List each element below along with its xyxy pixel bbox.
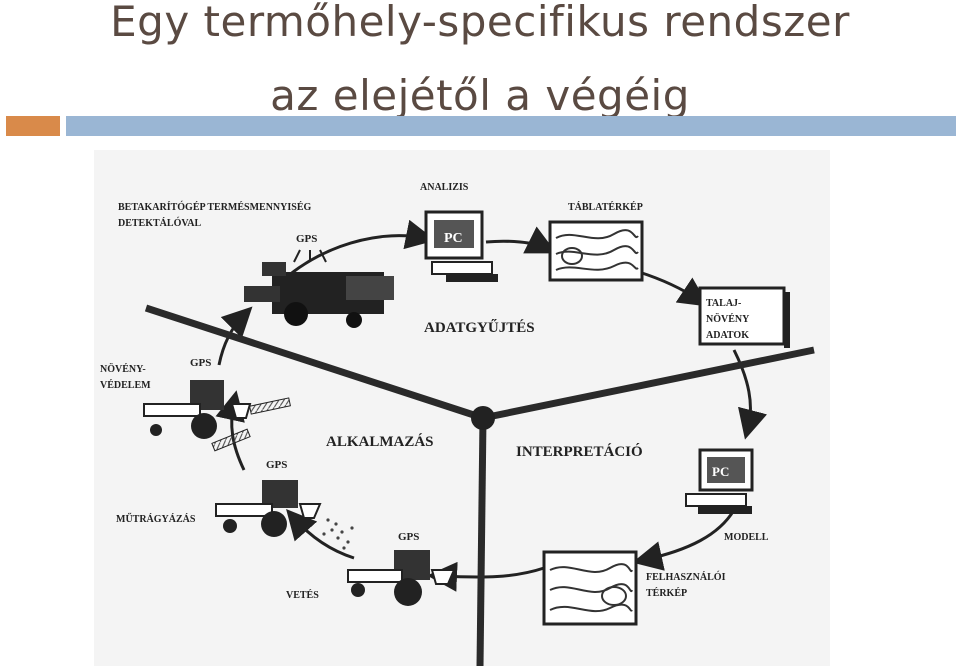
label-talaj3: ADATOK: [706, 330, 749, 341]
section-alkalmazas: ALKALMAZÁS: [326, 433, 434, 450]
label-tablaterkep: TÁBLATÉRKÉP: [568, 201, 643, 213]
label-modell: MODELL: [724, 532, 769, 543]
label-vetes: VETÉS: [286, 589, 319, 601]
label-mutragyazas: MŰTRÁGYÁZÁS: [116, 513, 196, 525]
accent-bar-orange: [6, 116, 60, 136]
slide-title-line2: az elejétől a végéig: [270, 71, 690, 120]
gps-label-combine: GPS: [296, 233, 317, 245]
seeding-tractor-icon: [347, 550, 456, 606]
gps-label-vetes: GPS: [398, 531, 419, 543]
pc-label-analizis: PC: [444, 231, 463, 246]
fertilizing-tractor-icon: [215, 480, 354, 550]
slide-title-line1: Egy termőhely-specifikus rendszer: [110, 0, 850, 46]
section-interpretacio: INTERPRETÁCIÓ: [516, 443, 643, 460]
label-combine-line1: BETAKARÍTÓGÉP TERMÉSMENNYISÉG: [118, 201, 312, 213]
label-analizis: ANALIZIS: [420, 182, 469, 193]
label-novenyvedelem1: NÖVÉNY-: [100, 362, 146, 375]
label-talaj2: NÖVÉNY: [706, 312, 750, 325]
spraying-tractor-icon: [143, 380, 291, 452]
field-map-icon: [548, 220, 644, 282]
precision-farming-diagram: ADATGYŰJTÉS ALKALMAZÁS INTERPRETÁCIÓ BET…: [94, 150, 830, 667]
user-map-icon: [542, 550, 638, 626]
label-felhasznaloi1: FELHASZNÁLÓI: [646, 571, 726, 583]
computer-icon-modell: [685, 448, 754, 514]
section-dividers: [144, 304, 815, 667]
soil-plant-data-card: [698, 286, 790, 348]
label-combine-line2: DETEKTÁLÓVAL: [118, 217, 202, 229]
gps-label-mutragyazas: GPS: [266, 459, 287, 471]
combine-harvester-icon: [244, 262, 394, 328]
label-felhasznaloi2: TÉRKÉP: [646, 587, 687, 599]
gps-signal-icon: [293, 249, 327, 263]
label-talaj1: TALAJ-: [706, 298, 741, 309]
label-novenyvedelem2: VÉDELEM: [100, 379, 151, 391]
section-adatgyujtes: ADATGYŰJTÉS: [424, 319, 535, 336]
gps-label-novenyvedelem: GPS: [190, 357, 211, 369]
pc-label-modell: PC: [712, 464, 729, 479]
accent-bar-blue: [66, 116, 956, 136]
computer-icon-analizis: [424, 210, 498, 282]
